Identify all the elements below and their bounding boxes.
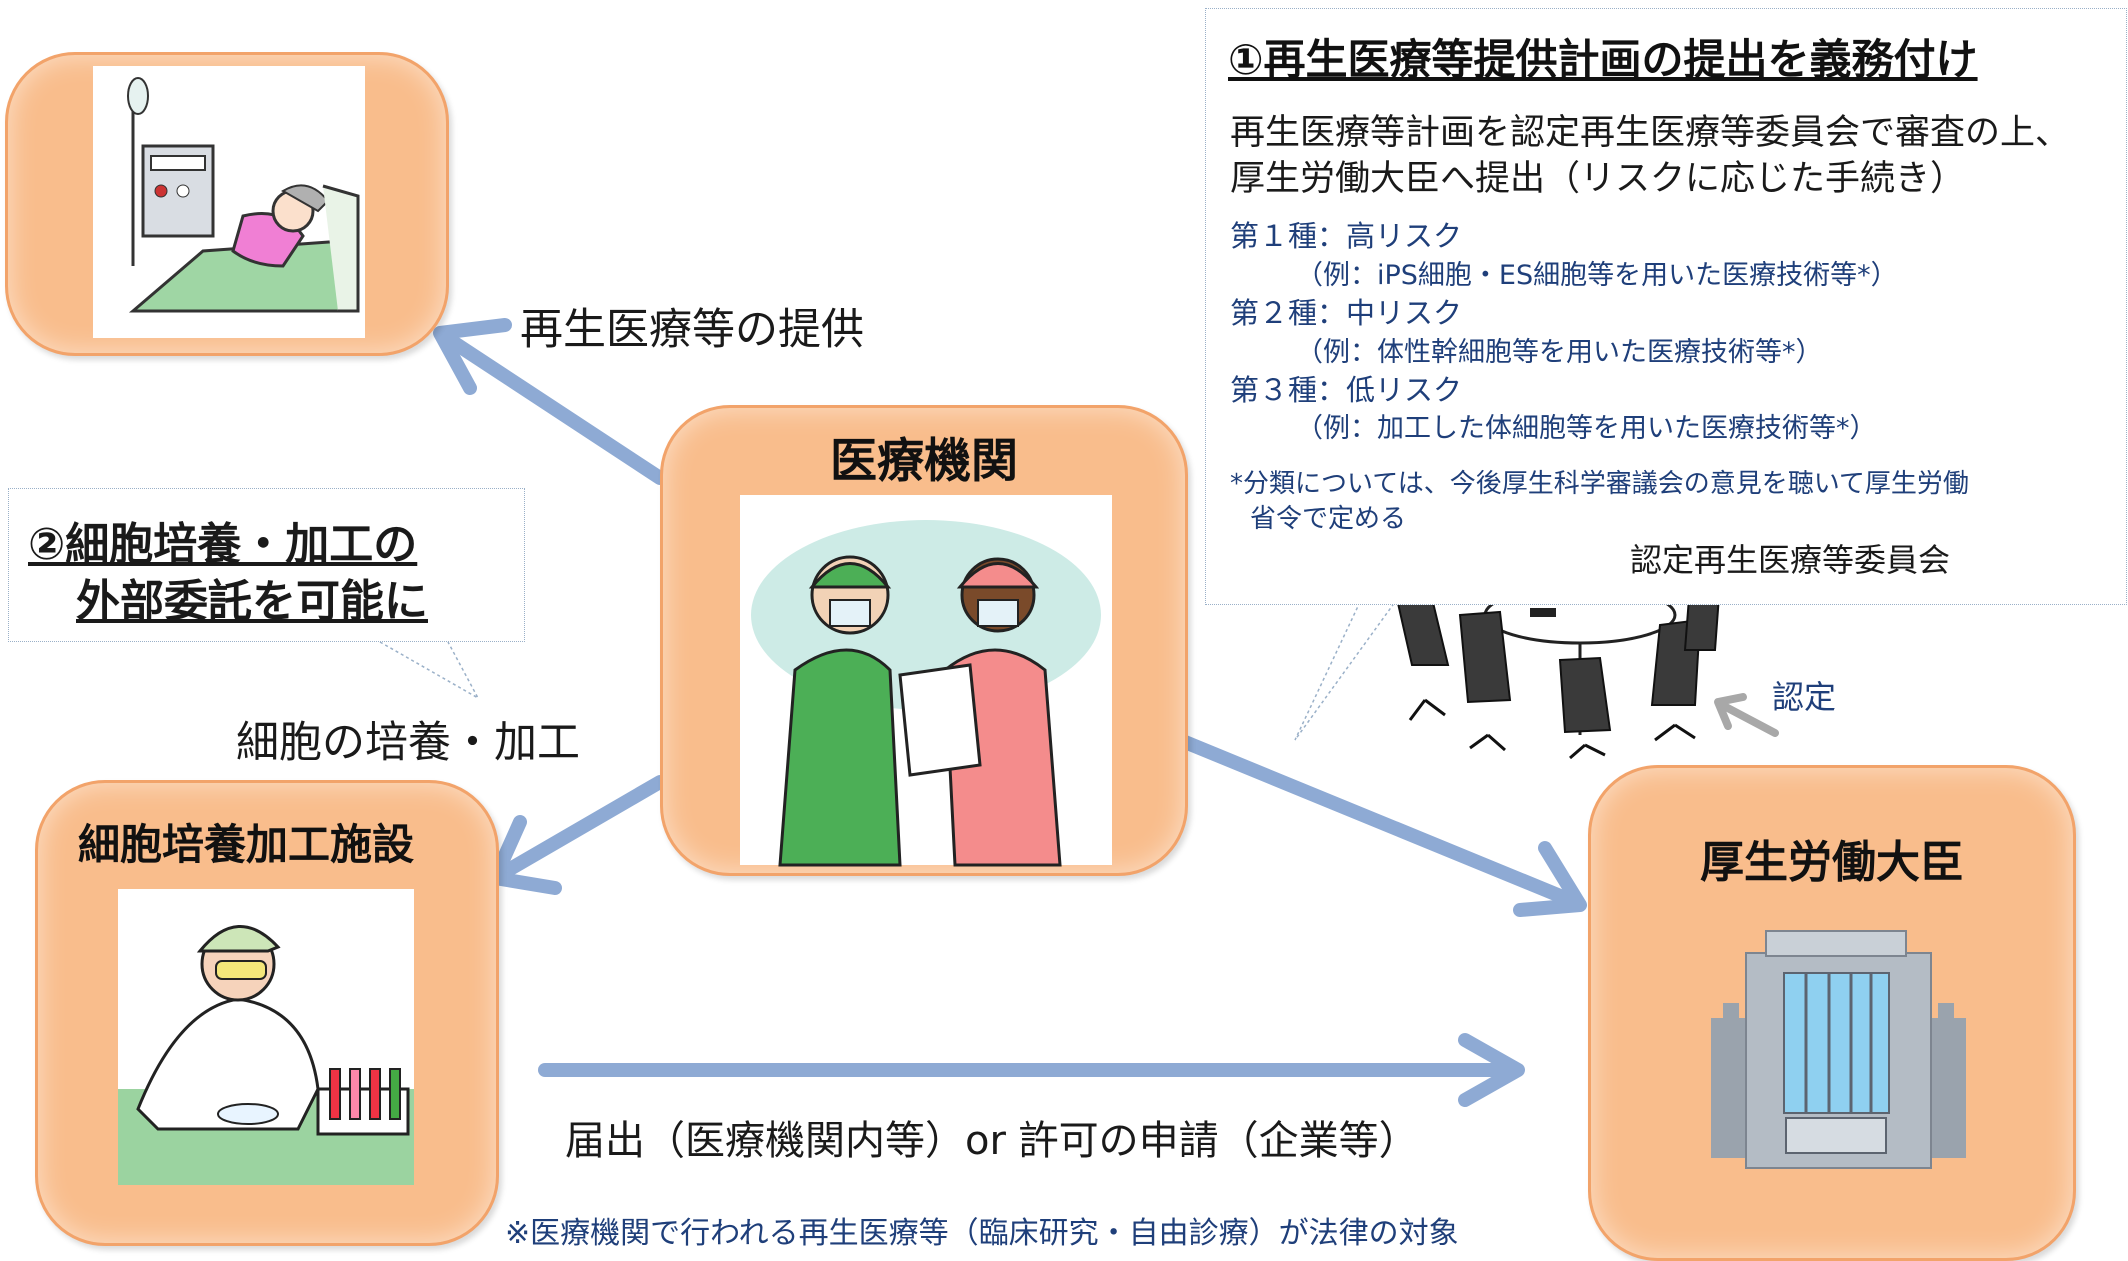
patient-bed-icon [127,77,360,313]
risk-class-2-example: （例：体性幹細胞等を用いた医療技術等*） [1296,337,1823,368]
callout1-title: ①再生医療等提供計画の提出を義務付け [1228,35,1978,84]
provision-label: 再生医療等の提供 [520,305,864,355]
certification-arrow [1714,693,1779,737]
researcher-illustration [118,889,414,1185]
risk-class-2: 第２種：中リスク [1230,296,1463,330]
notification-arrow [538,1033,1525,1107]
callout2-tail [379,641,480,700]
callout-outsourcing [8,488,525,642]
callout1-tail [1294,601,1396,741]
minister-node: 厚生労働大臣 [1588,765,2076,1261]
footnote: ※医療機関で行われる再生医療等（臨床研究・自由診療）が法律の対象 [505,1216,1459,1251]
cell-culture-label: 細胞の培養・加工 [236,718,580,768]
patient-node [5,52,449,356]
patient-illustration [93,66,365,338]
surgeons-icon [751,520,1101,867]
researcher-icon [118,925,414,1185]
risk-class-3-example: （例：加工した体細胞等を用いた医療技術等*） [1296,413,1877,444]
notification-label: 届出（医療機関内等）or 許可の申請（企業等） [565,1118,1419,1164]
callout-plan-submission [1205,8,2127,605]
certification-label: 認定 [1772,678,1837,716]
cell-facility-title: 細胞培養加工施設 [78,820,415,869]
submit-arrow [1178,735,1587,917]
building-icon [1711,930,1966,1169]
medical-institution-title: 医療機関 [830,434,1018,489]
risk-class-1-example: （例：iPS細胞・ES細胞等を用いた医療技術等*） [1296,260,1898,291]
medical-institution-node: 医療機関 [660,405,1188,876]
callout1-note-line2: 省令で定める [1250,504,1407,534]
committee-label: 認定再生医療等委員会 [1630,541,1951,579]
callout1-line2: 厚生労働大臣へ提出（リスクに応じた手続き） [1230,159,1966,199]
callout2-line1: ②細胞培養・加工の [28,519,418,570]
callout1-note-line1: *分類については、今後厚生科学審議会の意見を聴いて厚生労働 [1230,469,1969,499]
provision-arrow [433,318,667,485]
risk-class-1: 第１種：高リスク [1230,219,1463,253]
callout2-line2: 外部委託を可能に [76,576,428,627]
surgeons-illustration [740,495,1112,867]
risk-class-3: 第３種：低リスク [1230,373,1463,407]
callout1-line1: 再生医療等計画を認定再生医療等委員会で審査の上、 [1230,113,2071,153]
minister-title: 厚生労働大臣 [1700,837,1964,888]
